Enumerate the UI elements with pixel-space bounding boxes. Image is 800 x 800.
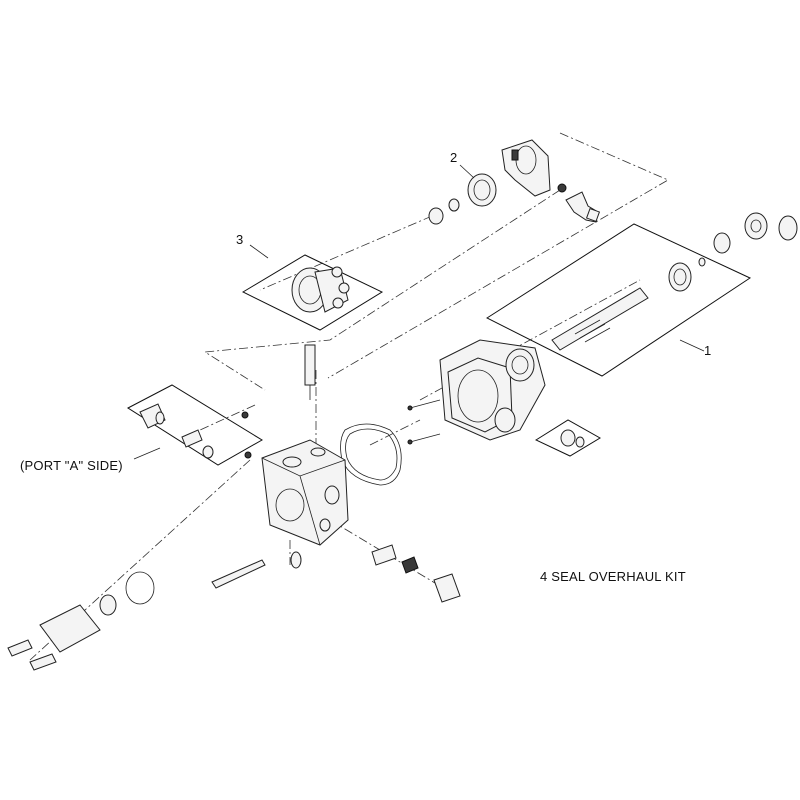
shaft-bearing xyxy=(668,262,692,292)
drive-shaft-group xyxy=(551,212,798,351)
port-a-side-note: (PORT "A" SIDE) xyxy=(20,458,123,473)
lower-valve-parts xyxy=(211,544,461,603)
swash-plate-group xyxy=(428,139,601,225)
small-oring xyxy=(448,198,460,212)
rotating-group xyxy=(291,266,350,313)
bearing-insert xyxy=(560,429,576,447)
drive-shaft xyxy=(551,287,649,351)
shaft-oring xyxy=(713,232,731,254)
callout-3: 3 xyxy=(236,232,243,247)
kit-outlines xyxy=(127,223,752,466)
end-cap-block xyxy=(241,344,349,546)
callout-1: 1 xyxy=(704,343,711,358)
front-cover xyxy=(39,604,101,653)
shaft-kit-outline xyxy=(485,223,752,377)
bearing-insert-outline xyxy=(534,419,601,457)
leader-lines xyxy=(133,164,705,460)
port-a-valve-parts xyxy=(139,403,214,459)
snap-ring xyxy=(778,215,798,241)
front-cover-group xyxy=(7,571,155,671)
swash-plate xyxy=(501,139,551,197)
housing-gasket xyxy=(340,423,402,486)
shaft-seal xyxy=(744,212,768,240)
retainer-ring xyxy=(428,207,444,225)
compensator-stem xyxy=(304,344,316,386)
gerotor xyxy=(99,594,117,616)
rotating-group-outline xyxy=(241,254,384,331)
seal-kit-caption: 4 SEAL OVERHAUL KIT xyxy=(540,569,686,584)
callout-2: 2 xyxy=(450,150,457,165)
shaft-washer xyxy=(698,257,706,267)
swash-seal xyxy=(467,173,497,207)
pump-housing xyxy=(407,339,585,448)
